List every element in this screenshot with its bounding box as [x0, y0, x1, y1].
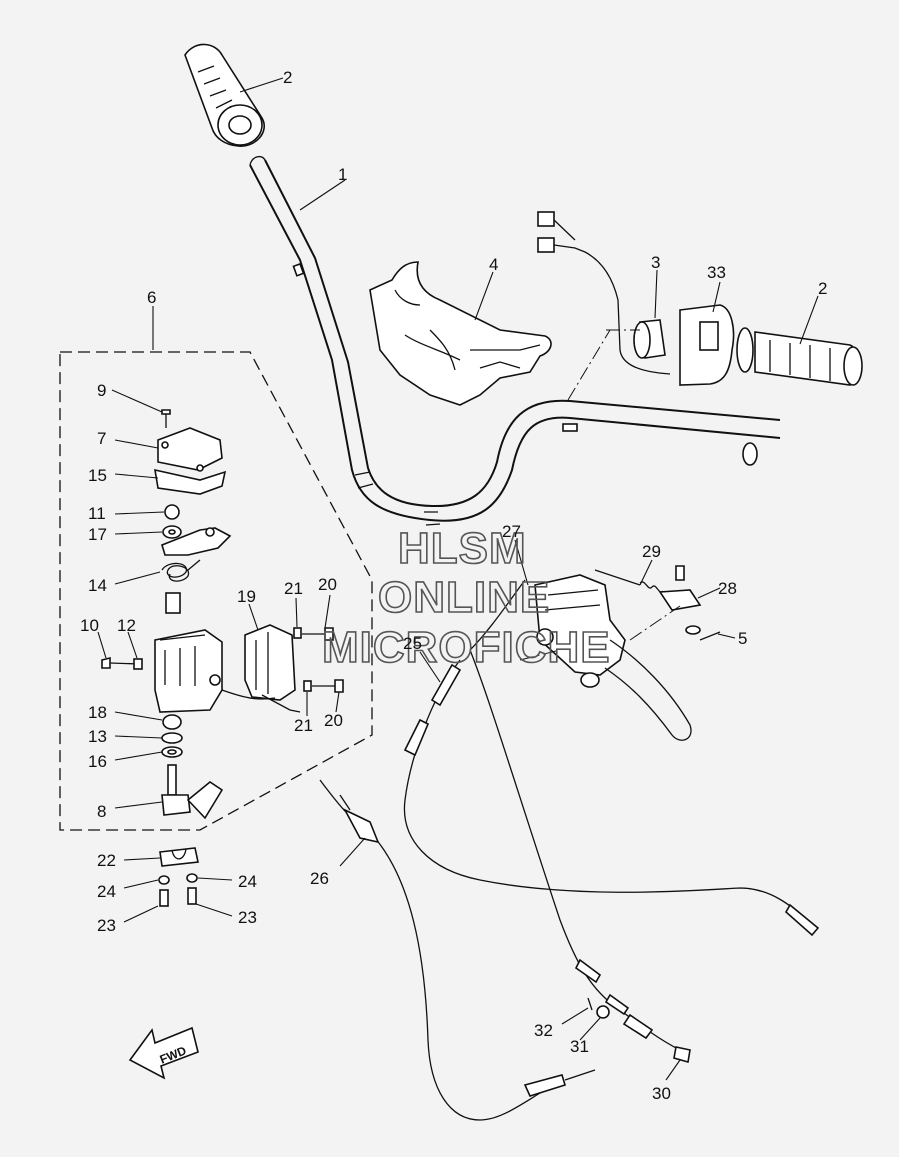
part-label-19: 19 [237, 587, 256, 606]
part-label-11: 11 [88, 504, 106, 523]
part-label-5: 5 [738, 629, 747, 648]
part-label-8: 8 [97, 802, 106, 821]
alignment-line-lever [519, 605, 681, 661]
part-label-33: 33 [707, 263, 726, 282]
part-label-24-left: 24 [97, 882, 116, 901]
alignment-line-throttle [567, 329, 640, 401]
part-label-12: 12 [117, 616, 136, 635]
part-label-27: 27 [502, 522, 521, 541]
cables [319, 579, 820, 1121]
part-label-23-right: 23 [238, 908, 257, 927]
part-label-7: 7 [97, 429, 106, 448]
handlebar-cover [369, 261, 552, 406]
brake-lever-assembly [534, 565, 721, 741]
master-cylinder-parts [101, 409, 232, 820]
part-label-14: 14 [88, 576, 107, 595]
part-label-26: 26 [310, 869, 329, 888]
part-label-9: 9 [97, 381, 106, 400]
watermark-line-1: HLSM [398, 524, 527, 573]
throttle-assembly [537, 211, 863, 386]
part-label-3: 3 [651, 253, 660, 272]
part-label-6: 6 [147, 288, 156, 307]
part-labels: 1 2 2 3 33 4 5 6 7 8 9 10 11 12 13 14 15… [80, 68, 827, 1103]
handlebar-holder [158, 847, 199, 907]
part-label-10: 10 [80, 616, 99, 635]
part-label-17: 17 [88, 525, 107, 544]
part-label-4: 4 [489, 255, 498, 274]
part-label-20-bottom: 20 [324, 711, 343, 730]
part-label-1: 1 [338, 165, 347, 184]
watermark: HLSM ONLINE MICROFICHE [321, 523, 611, 673]
left-grip [184, 43, 265, 147]
part-label-32: 32 [534, 1021, 553, 1040]
part-label-25: 25 [403, 634, 422, 653]
part-label-15: 15 [88, 466, 107, 485]
part-label-16: 16 [88, 752, 107, 771]
leader-lines [97, 77, 819, 1081]
part-label-23-left: 23 [97, 916, 116, 935]
assembly-box [59, 351, 373, 831]
handlebar [249, 155, 781, 526]
part-label-30: 30 [652, 1084, 671, 1103]
watermark-line-2: ONLINE [378, 573, 550, 622]
part-label-20-top: 20 [318, 575, 337, 594]
part-label-21-bottom: 21 [294, 716, 313, 735]
part-label-31: 31 [570, 1037, 589, 1056]
part-label-28: 28 [718, 579, 737, 598]
part-label-24-right: 24 [238, 872, 257, 891]
part-label-2-right: 2 [818, 279, 827, 298]
switch-housing [221, 624, 344, 713]
forward-direction-arrow [128, 1026, 199, 1080]
part-label-21-top: 21 [284, 579, 303, 598]
part-label-29: 29 [642, 542, 661, 561]
part-label-13: 13 [88, 727, 107, 746]
watermark-line-3: MICROFICHE [322, 623, 611, 672]
part-label-2: 2 [283, 68, 292, 87]
part-label-18: 18 [88, 703, 107, 722]
part-label-22: 22 [97, 851, 116, 870]
